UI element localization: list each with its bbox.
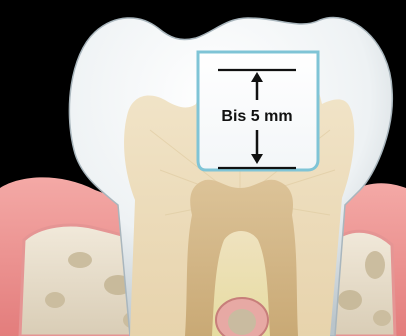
bone-cavity [373, 310, 391, 326]
bone-cavity [338, 290, 362, 310]
bone-cavity [365, 251, 385, 279]
measurement-label: Bis 5 mm [221, 108, 292, 125]
nerve-core [228, 309, 256, 335]
bone-cavity [68, 252, 92, 268]
bone-cavity [45, 292, 65, 308]
